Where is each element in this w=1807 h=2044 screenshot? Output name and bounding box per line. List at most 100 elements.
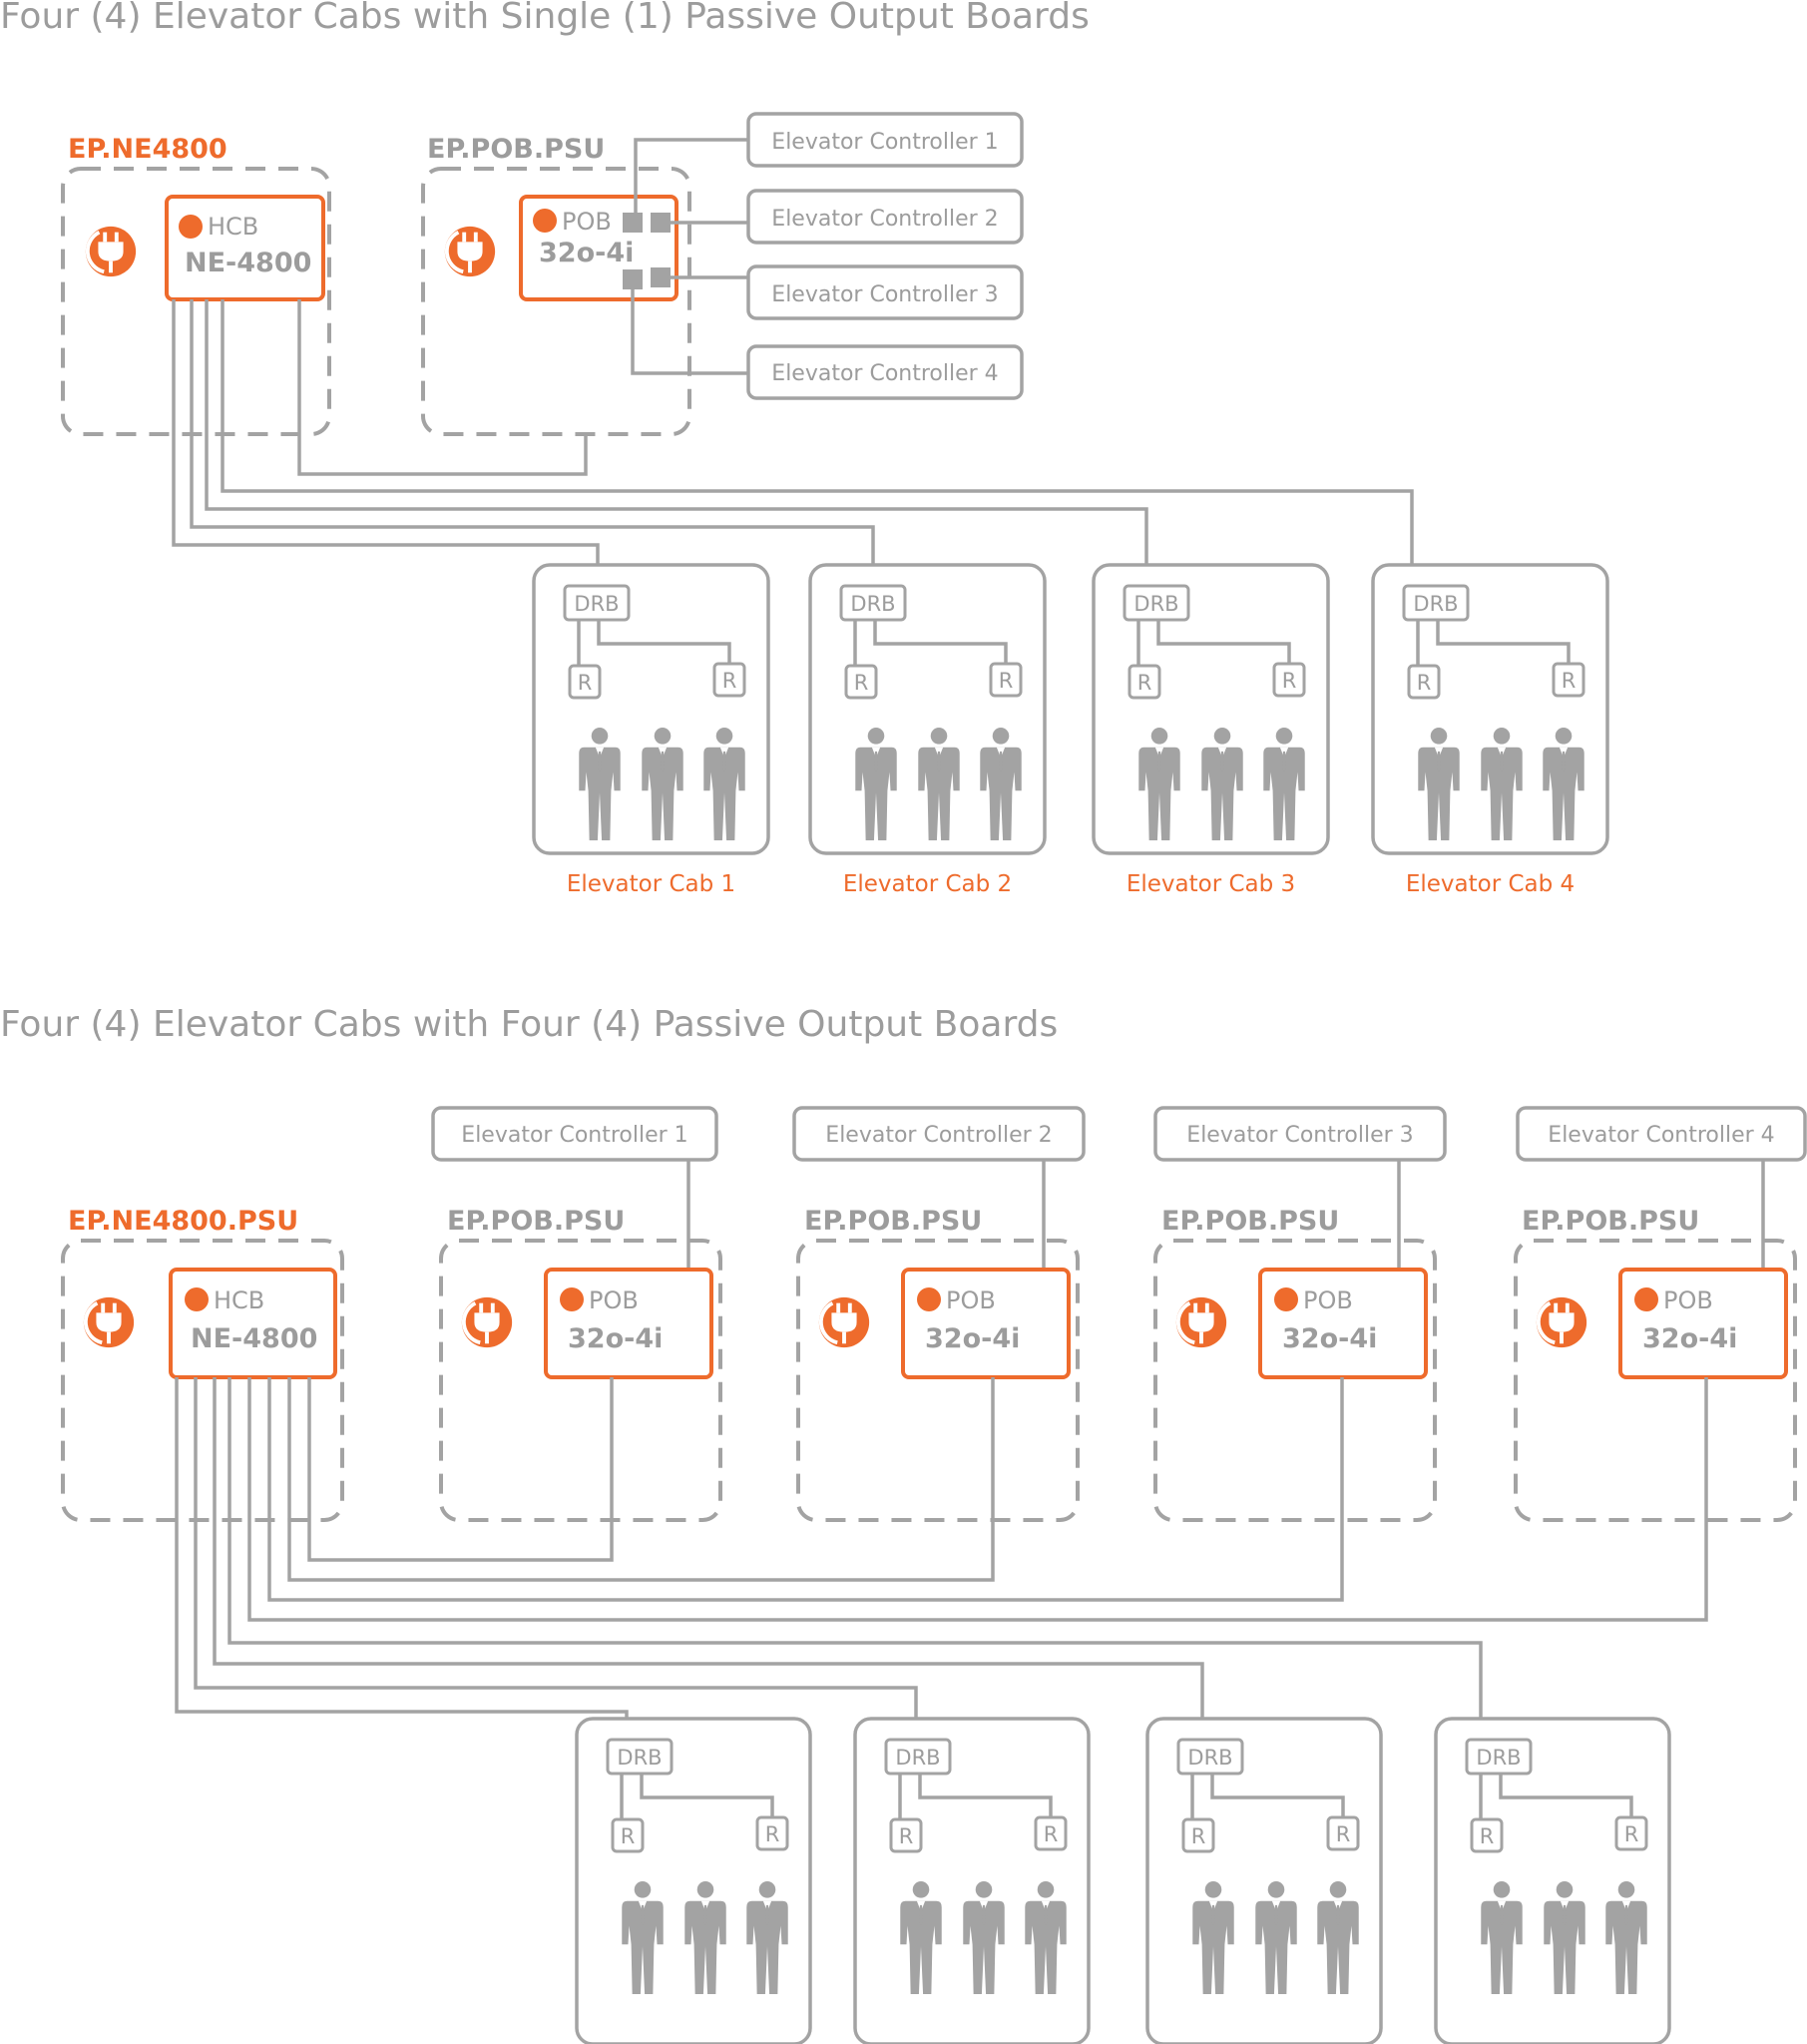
reader-label: R [722,669,737,693]
elevator-cab: DRB R R Elevator Cab 1 [532,563,770,897]
hcb-board [165,195,325,301]
cab-label: Elevator Cab 2 [843,871,1012,897]
port-square-icon [651,213,671,233]
reader-label: R [1191,1824,1206,1848]
controller-label: Elevator Controller 4 [771,361,998,386]
reader-label: R [765,1822,780,1846]
status-dot-icon [533,209,557,233]
enclosure-pob: Elevator Controller 2 EP.POB.PSU POB 32o-4i [792,1106,1086,1522]
reader-label: R [1282,669,1297,693]
board-type: POB [589,1286,639,1314]
enclosure-pob: Elevator Controller 1 EP.POB.PSU POB 32o-4i [431,1106,722,1522]
status-dot-icon [560,1287,584,1311]
drb-label: DRB [1413,592,1458,616]
status-dot-icon [1274,1287,1298,1311]
enclosure-label: EP.POB.PSU [427,134,605,165]
drb-label: DRB [850,592,895,616]
controller-box: Elevator Controller 2 [746,189,1024,245]
status-dot-icon [1634,1287,1658,1311]
reader-label: R [1137,671,1152,695]
controller-label: Elevator Controller 2 [825,1123,1052,1148]
pob-board [544,1268,713,1379]
elevator-cab: DRB R R Elevator Cab 4 [1371,563,1609,897]
board-model: 32o-4i [925,1323,1020,1354]
diagram-title: Four (4) Elevator Cabs with Four (4) Pas… [0,1004,1058,1045]
drb-label: DRB [1476,1746,1521,1770]
port-square-icon [623,269,643,289]
cab-label: Elevator Cab 4 [1406,871,1575,897]
power-plug-icon [83,224,139,279]
reader-label: R [578,671,593,695]
enclosure-label: EP.NE4800.PSU [68,1206,298,1237]
power-plug-icon [1534,1294,1589,1350]
board-type: POB [562,208,612,236]
board-model: NE-4800 [191,1323,317,1354]
enclosure-label: EP.POB.PSU [1161,1206,1339,1237]
board-type: HCB [208,213,258,241]
controller-box: Elevator Controller 4 [746,344,1024,400]
reader-label: R [854,671,869,695]
controller-label: Elevator Controller 4 [1548,1123,1774,1148]
enclosure-pob: EP.POB.PSU POB 32o-4i [421,134,691,436]
board-model: 32o-4i [568,1323,663,1354]
enclosure-pob: Elevator Controller 3 EP.POB.PSU POB 32o-4i [1153,1106,1447,1522]
enclosure-label: EP.POB.PSU [804,1206,982,1237]
enclosure-label: EP.POB.PSU [447,1206,625,1237]
reader-label: R [1336,1822,1351,1846]
diagram-four-pob: Four (4) Elevator Cabs with Four (4) Pas… [0,1004,1807,2044]
pob-board [1618,1268,1788,1379]
board-type: POB [1663,1286,1713,1314]
power-plug-icon [442,224,498,279]
board-model: 32o-4i [1642,1323,1737,1354]
board-model: NE-4800 [185,248,311,278]
elevator-cab: DRB R R Elevator Cab 2 [808,563,1047,897]
enclosure-hcb: EP.NE4800.PSU HCB NE-4800 [61,1206,344,1522]
controller-label: Elevator Controller 3 [1186,1123,1413,1148]
board-type: POB [946,1286,996,1314]
reader-label: R [1044,1822,1059,1846]
reader-label: R [999,669,1014,693]
controller-box: Elevator Controller 3 [1153,1106,1447,1162]
status-dot-icon [179,215,203,239]
elevator-cabs: DRB R R DRB R R DRB R R DRB R R [575,1717,1671,2044]
pob-enclosures: Elevator Controller 1 EP.POB.PSU POB 32o-4i… [431,1106,1807,1522]
port-square-icon [651,267,671,287]
board-type: POB [1303,1286,1353,1314]
controller-label: Elevator Controller 3 [771,282,998,307]
controller-box: Elevator Controller 4 [1516,1106,1807,1162]
enclosure-hcb: EP.NE4800 HCB NE-4800 [61,134,331,436]
cab-label: Elevator Cab 1 [567,871,735,897]
controller-box: Elevator Controller 3 [746,264,1024,320]
board-type: HCB [214,1286,264,1314]
reader-label: R [1624,1822,1639,1846]
drb-label: DRB [617,1746,662,1770]
enclosure-label: EP.POB.PSU [1522,1206,1699,1237]
board-model: 32o-4i [1282,1323,1377,1354]
elevator-cab: DRB R R [575,1717,812,2044]
drb-label: DRB [574,592,619,616]
controller-box: Elevator Controller 1 [746,112,1024,168]
controller-label: Elevator Controller 1 [771,130,998,155]
drb-label: DRB [1187,1746,1232,1770]
reader-label: R [1417,671,1432,695]
pob-board [901,1268,1071,1379]
cab-label: Elevator Cab 3 [1127,871,1295,897]
controller-label: Elevator Controller 1 [461,1123,687,1148]
status-dot-icon [917,1287,941,1311]
power-plug-icon [81,1294,137,1350]
reader-label: R [1480,1824,1495,1848]
reader-label: R [899,1824,914,1848]
elevator-cab: DRB R R [853,1717,1091,2044]
reader-label: R [621,1824,636,1848]
power-plug-icon [459,1294,515,1350]
drb-label: DRB [895,1746,940,1770]
controller-box: Elevator Controller 1 [431,1106,718,1162]
diagram-single-pob: Four (4) Elevator Cabs with Single (1) P… [0,0,1609,897]
status-dot-icon [185,1287,209,1311]
enclosure-pob: Elevator Controller 4 EP.POB.PSU POB 32o-4i [1514,1106,1807,1522]
enclosure-label: EP.NE4800 [68,134,227,165]
board-model: 32o-4i [539,238,634,268]
reader-label: R [1562,669,1577,693]
